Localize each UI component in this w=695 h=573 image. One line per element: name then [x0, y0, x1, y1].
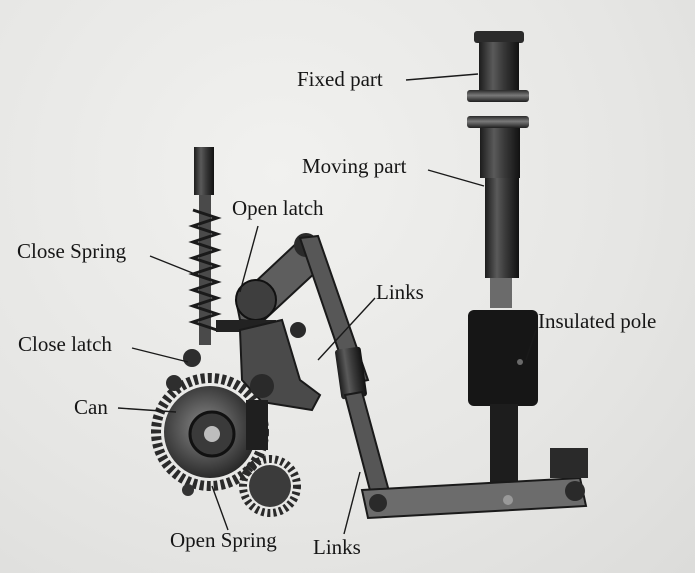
label-links-upper: Links — [376, 280, 424, 304]
drive-links — [298, 234, 588, 520]
label-close-spring: Close Spring — [17, 239, 127, 263]
label-moving-part: Moving part — [302, 154, 407, 178]
close-spring-assembly — [188, 147, 222, 345]
label-fixed-part: Fixed part — [297, 67, 383, 91]
fixed-part-flange — [467, 90, 529, 102]
moving-part-lower — [485, 178, 519, 278]
lever-plate — [238, 318, 322, 412]
spring-rod-top — [194, 147, 214, 195]
label-can: Can — [74, 395, 108, 419]
leader-open-latch — [239, 225, 259, 293]
close-spring-coil — [188, 208, 222, 332]
fixed-part-cap — [474, 31, 524, 43]
small-gear-teeth — [239, 455, 301, 517]
close-latch-roller — [183, 349, 201, 367]
lever-bolt — [503, 495, 513, 505]
cam-gear-assembly — [151, 349, 301, 517]
leader-can — [117, 407, 177, 413]
moving-part-upper — [480, 128, 520, 178]
leader-open-spring — [211, 485, 229, 531]
label-insulated-pole: Insulated pole — [538, 309, 657, 333]
gear-pin — [182, 484, 194, 496]
leader-lines — [117, 73, 537, 535]
connecting-rod — [490, 278, 512, 308]
interrupter-column — [467, 31, 538, 502]
label-open-spring: Open Spring — [170, 528, 277, 552]
leader-links-lower — [343, 471, 361, 535]
label-links-lower: Links — [313, 535, 361, 559]
lever-stem — [246, 400, 268, 450]
lever-pin — [290, 322, 306, 338]
pole-clevis — [550, 448, 588, 478]
small-gear — [249, 465, 291, 507]
cam-axle — [204, 426, 220, 442]
latch-pin — [166, 375, 182, 391]
insulated-pole-body — [468, 310, 538, 406]
moving-part-flange — [467, 116, 529, 128]
upper-link-bar — [298, 234, 370, 386]
leader-moving-part — [427, 169, 485, 187]
lower-link-bar — [343, 390, 392, 500]
latch-linkage — [216, 233, 322, 450]
label-open-latch: Open latch — [232, 196, 324, 220]
label-close-latch: Close latch — [18, 332, 112, 356]
leader-links-upper — [317, 297, 376, 361]
lever-pole-pivot — [565, 481, 585, 501]
leader-insulated-pole — [525, 329, 537, 361]
fixed-part-body — [479, 42, 519, 90]
lever-pivot — [250, 374, 274, 398]
horizontal-lever — [360, 476, 588, 520]
leader-close-spring — [149, 255, 201, 277]
pole-bolt — [517, 359, 523, 365]
leader-close-latch — [131, 347, 189, 363]
lever-end-pivot — [369, 494, 387, 512]
link-coupler — [335, 346, 367, 400]
leader-fixed-part — [405, 73, 479, 81]
